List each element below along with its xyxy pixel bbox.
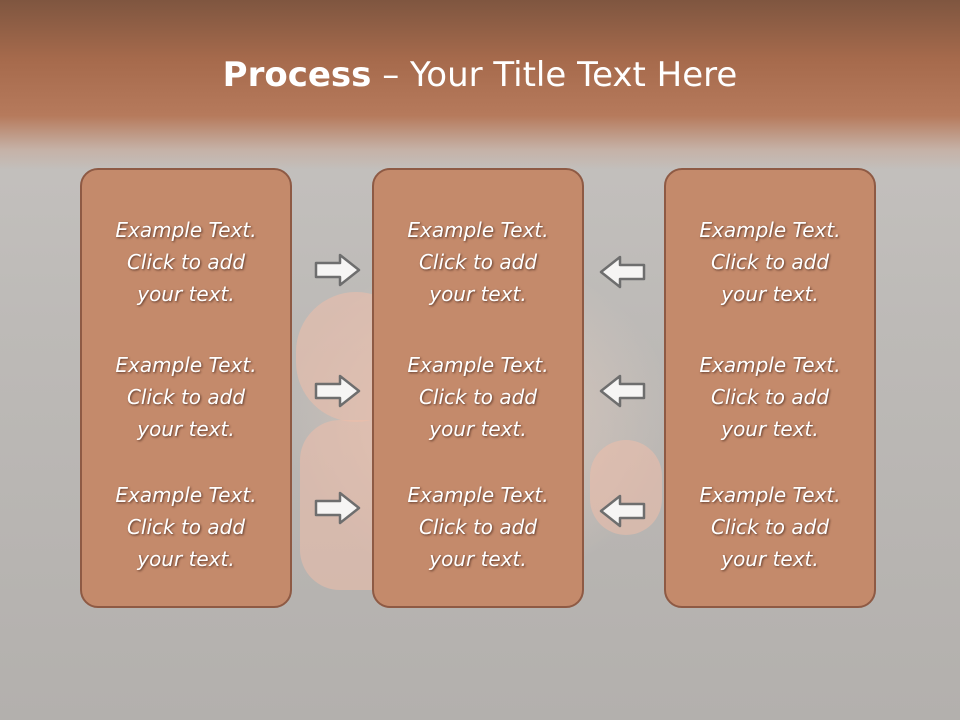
text-line: Example Text. bbox=[407, 353, 549, 377]
text-line: Click to add bbox=[418, 250, 538, 274]
process-box-3[interactable]: Example Text. Click to add your text. Ex… bbox=[664, 168, 876, 608]
text-line: Example Text. bbox=[115, 483, 257, 507]
text-cell[interactable]: Example Text. Click to add your text. bbox=[82, 349, 290, 445]
text-cell[interactable]: Example Text. Click to add your text. bbox=[374, 214, 582, 310]
text-line: Click to add bbox=[710, 515, 830, 539]
text-line: your text. bbox=[721, 282, 819, 306]
text-line: your text. bbox=[137, 417, 235, 441]
title-separator: – bbox=[371, 55, 411, 95]
text-line: Click to add bbox=[710, 250, 830, 274]
text-cell[interactable]: Example Text. Click to add your text. bbox=[374, 349, 582, 445]
text-cell[interactable]: Example Text. Click to add your text. bbox=[666, 479, 874, 575]
process-box-2[interactable]: Example Text. Click to add your text. Ex… bbox=[372, 168, 584, 608]
title-bold: Process bbox=[222, 55, 372, 95]
text-line: Example Text. bbox=[115, 353, 257, 377]
text-cell[interactable]: Example Text. Click to add your text. bbox=[666, 349, 874, 445]
text-cell[interactable]: Example Text. Click to add your text. bbox=[82, 479, 290, 575]
left-arrow-icon bbox=[599, 374, 646, 408]
right-arrow-icon bbox=[314, 253, 361, 287]
right-arrow-icon bbox=[314, 374, 361, 408]
text-line: Example Text. bbox=[407, 483, 549, 507]
text-line: Example Text. bbox=[407, 218, 549, 242]
text-line: your text. bbox=[429, 547, 527, 571]
text-cell[interactable]: Example Text. Click to add your text. bbox=[82, 214, 290, 310]
left-arrow-icon bbox=[599, 255, 646, 289]
text-line: Click to add bbox=[710, 385, 830, 409]
header-band bbox=[0, 0, 960, 170]
text-line: your text. bbox=[137, 547, 235, 571]
text-line: your text. bbox=[721, 417, 819, 441]
text-line: Example Text. bbox=[699, 218, 841, 242]
text-line: your text. bbox=[429, 282, 527, 306]
left-arrow-icon bbox=[599, 494, 646, 528]
text-line: Example Text. bbox=[699, 353, 841, 377]
process-box-1[interactable]: Example Text. Click to add your text. Ex… bbox=[80, 168, 292, 608]
text-line: Example Text. bbox=[699, 483, 841, 507]
text-line: Click to add bbox=[418, 385, 538, 409]
title-rest: Your Title Text Here bbox=[410, 55, 738, 95]
text-line: Click to add bbox=[126, 250, 246, 274]
text-line: Click to add bbox=[126, 515, 246, 539]
text-cell[interactable]: Example Text. Click to add your text. bbox=[666, 214, 874, 310]
text-line: your text. bbox=[137, 282, 235, 306]
text-line: Click to add bbox=[126, 385, 246, 409]
text-line: your text. bbox=[721, 547, 819, 571]
right-arrow-icon bbox=[314, 491, 361, 525]
text-cell[interactable]: Example Text. Click to add your text. bbox=[374, 479, 582, 575]
text-line: your text. bbox=[429, 417, 527, 441]
text-line: Click to add bbox=[418, 515, 538, 539]
slide-title[interactable]: Process – Your Title Text Here bbox=[0, 52, 960, 98]
text-line: Example Text. bbox=[115, 218, 257, 242]
